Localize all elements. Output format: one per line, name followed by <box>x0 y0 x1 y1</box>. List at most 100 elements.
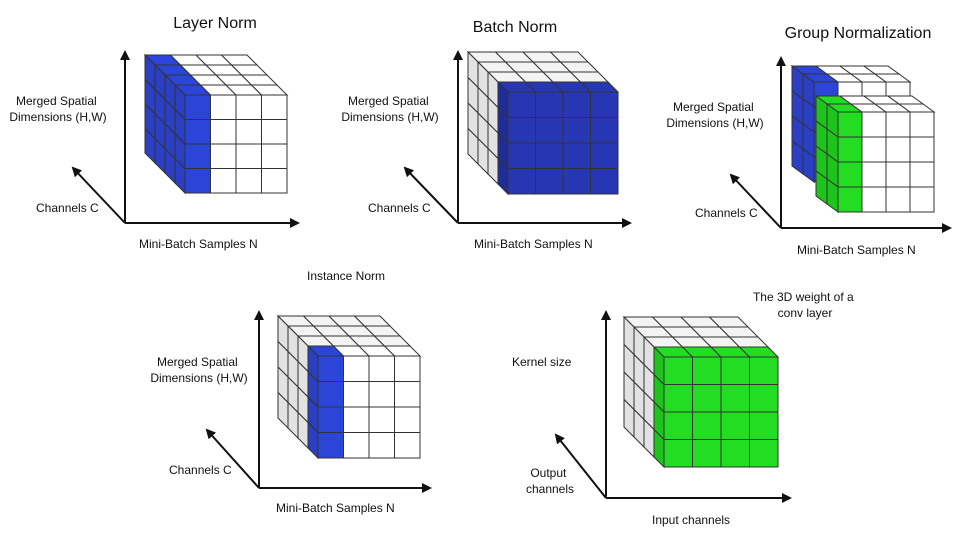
cube-front-cell <box>507 168 536 195</box>
cube-front-cell <box>590 168 619 195</box>
cube-front-cell <box>861 136 887 163</box>
panel-layer-norm: Layer Norm Merged Spatial Dimensions (H,… <box>9 15 300 251</box>
y-axis-label-line2: Dimensions (H,W) <box>341 110 438 124</box>
cube-front-cell <box>749 439 779 468</box>
cube-front-cell <box>394 355 421 382</box>
panel-batch-norm: Batch Norm Merged Spatial Dimensions (H,… <box>341 19 632 251</box>
cube-front-cell <box>837 186 863 213</box>
cube-front-cell <box>184 143 211 169</box>
z-axis-arrow <box>554 433 607 499</box>
panel-title: Instance Norm <box>307 269 385 283</box>
cube-front-cell <box>663 439 693 468</box>
panel-title-line1: The 3D weight of a <box>753 290 854 304</box>
cube-front-cell <box>692 356 722 385</box>
z-axis-label-line1: Output <box>530 466 567 480</box>
cube-front-cell <box>507 91 536 118</box>
cube-front-cell <box>663 356 693 385</box>
cube-front-cell <box>885 161 911 188</box>
panel-title-line2: conv layer <box>778 306 833 320</box>
cube-front-cell <box>235 143 262 169</box>
axes <box>729 56 952 233</box>
cube-front-cell <box>885 186 911 213</box>
cube-front-cell <box>692 439 722 468</box>
cube-front-cell <box>909 186 935 213</box>
z-axis-arrow <box>729 173 782 229</box>
cube-front-cell <box>749 356 779 385</box>
cube-front-cell <box>837 136 863 163</box>
panel-group-norm: Group Normalization Merged Spatial Dimen… <box>666 25 952 257</box>
y-axis-label-line1: Merged Spatial <box>16 94 97 108</box>
cube-front-cell <box>590 117 619 144</box>
z-axis-arrow <box>71 166 126 224</box>
cube-instance-norm <box>276 314 422 460</box>
y-axis-label: Merged Spatial Dimensions (H,W) <box>9 94 106 124</box>
cube-front-cell <box>343 432 370 459</box>
cube-layer-norm <box>143 53 289 195</box>
cube-front-cell <box>837 111 863 138</box>
cube-front-cell <box>590 142 619 169</box>
cube-batch-norm <box>466 50 620 196</box>
cube-front-cell <box>317 406 344 433</box>
cube-front-cell <box>885 111 911 138</box>
x-axis-label: Mini-Batch Samples N <box>797 243 916 257</box>
axes <box>205 310 432 493</box>
cube-front-cell <box>210 168 237 194</box>
cube-front-cell <box>343 406 370 433</box>
x-axis-label: Input channels <box>652 513 730 527</box>
cube-front-cell <box>507 117 536 144</box>
z-axis-arrow <box>205 428 260 489</box>
cube-front-cell <box>261 119 288 145</box>
cube-front-cell <box>861 186 887 213</box>
cube-front-cell <box>235 168 262 194</box>
cube-front-cell <box>507 142 536 169</box>
y-axis-label-line1: Merged Spatial <box>348 94 429 108</box>
y-axis-label-line1: Merged Spatial <box>673 100 754 114</box>
cube-front-cell <box>184 168 211 194</box>
panel-title: The 3D weight of a conv layer <box>753 290 857 320</box>
cube-front-cell <box>749 384 779 413</box>
cube-front-cell <box>663 411 693 440</box>
axes <box>554 310 792 503</box>
cube-front-cell <box>909 111 935 138</box>
x-axis-label: Mini-Batch Samples N <box>276 501 395 515</box>
cube-front-cell <box>394 432 421 459</box>
y-axis-label-line2: Dimensions (H,W) <box>666 116 763 130</box>
cube-front-cell <box>720 411 750 440</box>
cube-front-cell <box>394 381 421 408</box>
cube-front-cell <box>343 381 370 408</box>
cube-front-cell <box>885 136 911 163</box>
y-axis-label: Merged Spatial Dimensions (H,W) <box>666 100 763 130</box>
z-axis-label: Channels C <box>36 201 99 215</box>
z-axis-label: Channels C <box>695 206 758 220</box>
cube-front-cell <box>184 119 211 145</box>
y-axis-label: Merged Spatial Dimensions (H,W) <box>150 355 247 385</box>
cube-front-cell <box>861 111 887 138</box>
z-axis-arrow <box>403 166 459 224</box>
axes <box>71 50 300 228</box>
cube-front-cell <box>210 119 237 145</box>
cube-front-cell <box>535 117 564 144</box>
cube-front-cell <box>317 355 344 382</box>
cube-front-cell <box>837 161 863 188</box>
cube-front-cell <box>749 411 779 440</box>
cube-front-cell <box>368 381 395 408</box>
cube-front-cell <box>692 411 722 440</box>
cube-front-cell <box>720 439 750 468</box>
cube-front-cell <box>861 161 887 188</box>
cube-front-cell <box>184 94 211 120</box>
z-axis-label: Channels C <box>169 463 232 477</box>
cube-front-cell <box>535 142 564 169</box>
panel-title: Batch Norm <box>473 19 557 36</box>
cube-front-cell <box>692 384 722 413</box>
cube-front-cell <box>562 117 591 144</box>
cube-front-cell <box>720 356 750 385</box>
cube-front-cell <box>394 406 421 433</box>
cube-front-cell <box>562 142 591 169</box>
y-axis-label: Merged Spatial Dimensions (H,W) <box>341 94 438 124</box>
cube-front-cell <box>535 91 564 118</box>
cube-front-cell <box>535 168 564 195</box>
cube-front-cell <box>663 384 693 413</box>
cube-front-cell <box>343 355 370 382</box>
cube-front-cell <box>235 119 262 145</box>
cube-front-cell <box>368 355 395 382</box>
